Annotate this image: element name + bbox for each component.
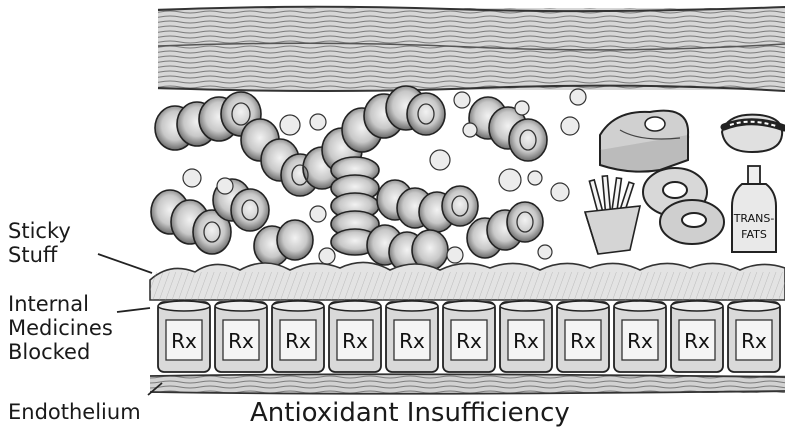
endothelium-label: Endothelium <box>8 400 141 424</box>
rx-symbol: Rx <box>570 329 596 353</box>
rx-cylinder-row: Rx Rx Rx Rx Rx Rx Rx Rx Rx Rx Rx <box>158 301 780 372</box>
sticky-stuff-label: Sticky Stuff <box>8 219 71 267</box>
hotdog-icon <box>722 115 784 152</box>
donuts-icon <box>643 168 724 244</box>
internal-medicines-label-line2: Medicines <box>8 316 113 340</box>
rx-symbol: Rx <box>684 329 710 353</box>
rx-cylinder: Rx <box>728 301 780 372</box>
rx-symbol: Rx <box>456 329 482 353</box>
bottle-label-line1: TRANS- <box>733 212 775 225</box>
rx-cylinder: Rx <box>158 301 210 372</box>
rx-symbol: Rx <box>627 329 653 353</box>
sticky-stuff-label-line2: Stuff <box>8 243 71 267</box>
rx-cylinder: Rx <box>215 301 267 372</box>
rx-symbol: Rx <box>741 329 767 353</box>
rx-cylinder: Rx <box>386 301 438 372</box>
rx-symbol: Rx <box>342 329 368 353</box>
internal-medicines-leader <box>117 308 150 312</box>
sticky-stuff-label-line1: Sticky <box>8 219 71 243</box>
rx-symbol: Rx <box>171 329 197 353</box>
rx-cylinder: Rx <box>614 301 666 372</box>
sticky-stuff-leader <box>98 254 152 273</box>
rx-cylinder: Rx <box>443 301 495 372</box>
rx-cylinder: Rx <box>272 301 324 372</box>
rx-symbol: Rx <box>513 329 539 353</box>
blood-cells <box>151 86 547 272</box>
rx-cylinder: Rx <box>557 301 609 372</box>
trans-fats-bottle-icon: TRANS- FATS <box>732 166 776 252</box>
diagram-caption: Antioxidant Insufficiency <box>250 398 570 428</box>
rx-symbol: Rx <box>228 329 254 353</box>
steak-icon <box>600 111 688 172</box>
rx-symbol: Rx <box>399 329 425 353</box>
fries-icon <box>585 176 640 254</box>
endothelium-wall <box>150 374 785 394</box>
rx-cylinder: Rx <box>671 301 723 372</box>
internal-medicines-label: Internal Medicines Blocked <box>8 292 113 364</box>
rx-symbol: Rx <box>285 329 311 353</box>
bottle-label-line2: FATS <box>741 228 767 241</box>
internal-medicines-label-line1: Internal <box>8 292 113 316</box>
internal-medicines-label-line3: Blocked <box>8 340 113 364</box>
vessel-wall-top <box>158 7 785 91</box>
rx-cylinder: Rx <box>329 301 381 372</box>
rx-cylinder: Rx <box>500 301 552 372</box>
sticky-plaque-layer <box>150 262 785 300</box>
